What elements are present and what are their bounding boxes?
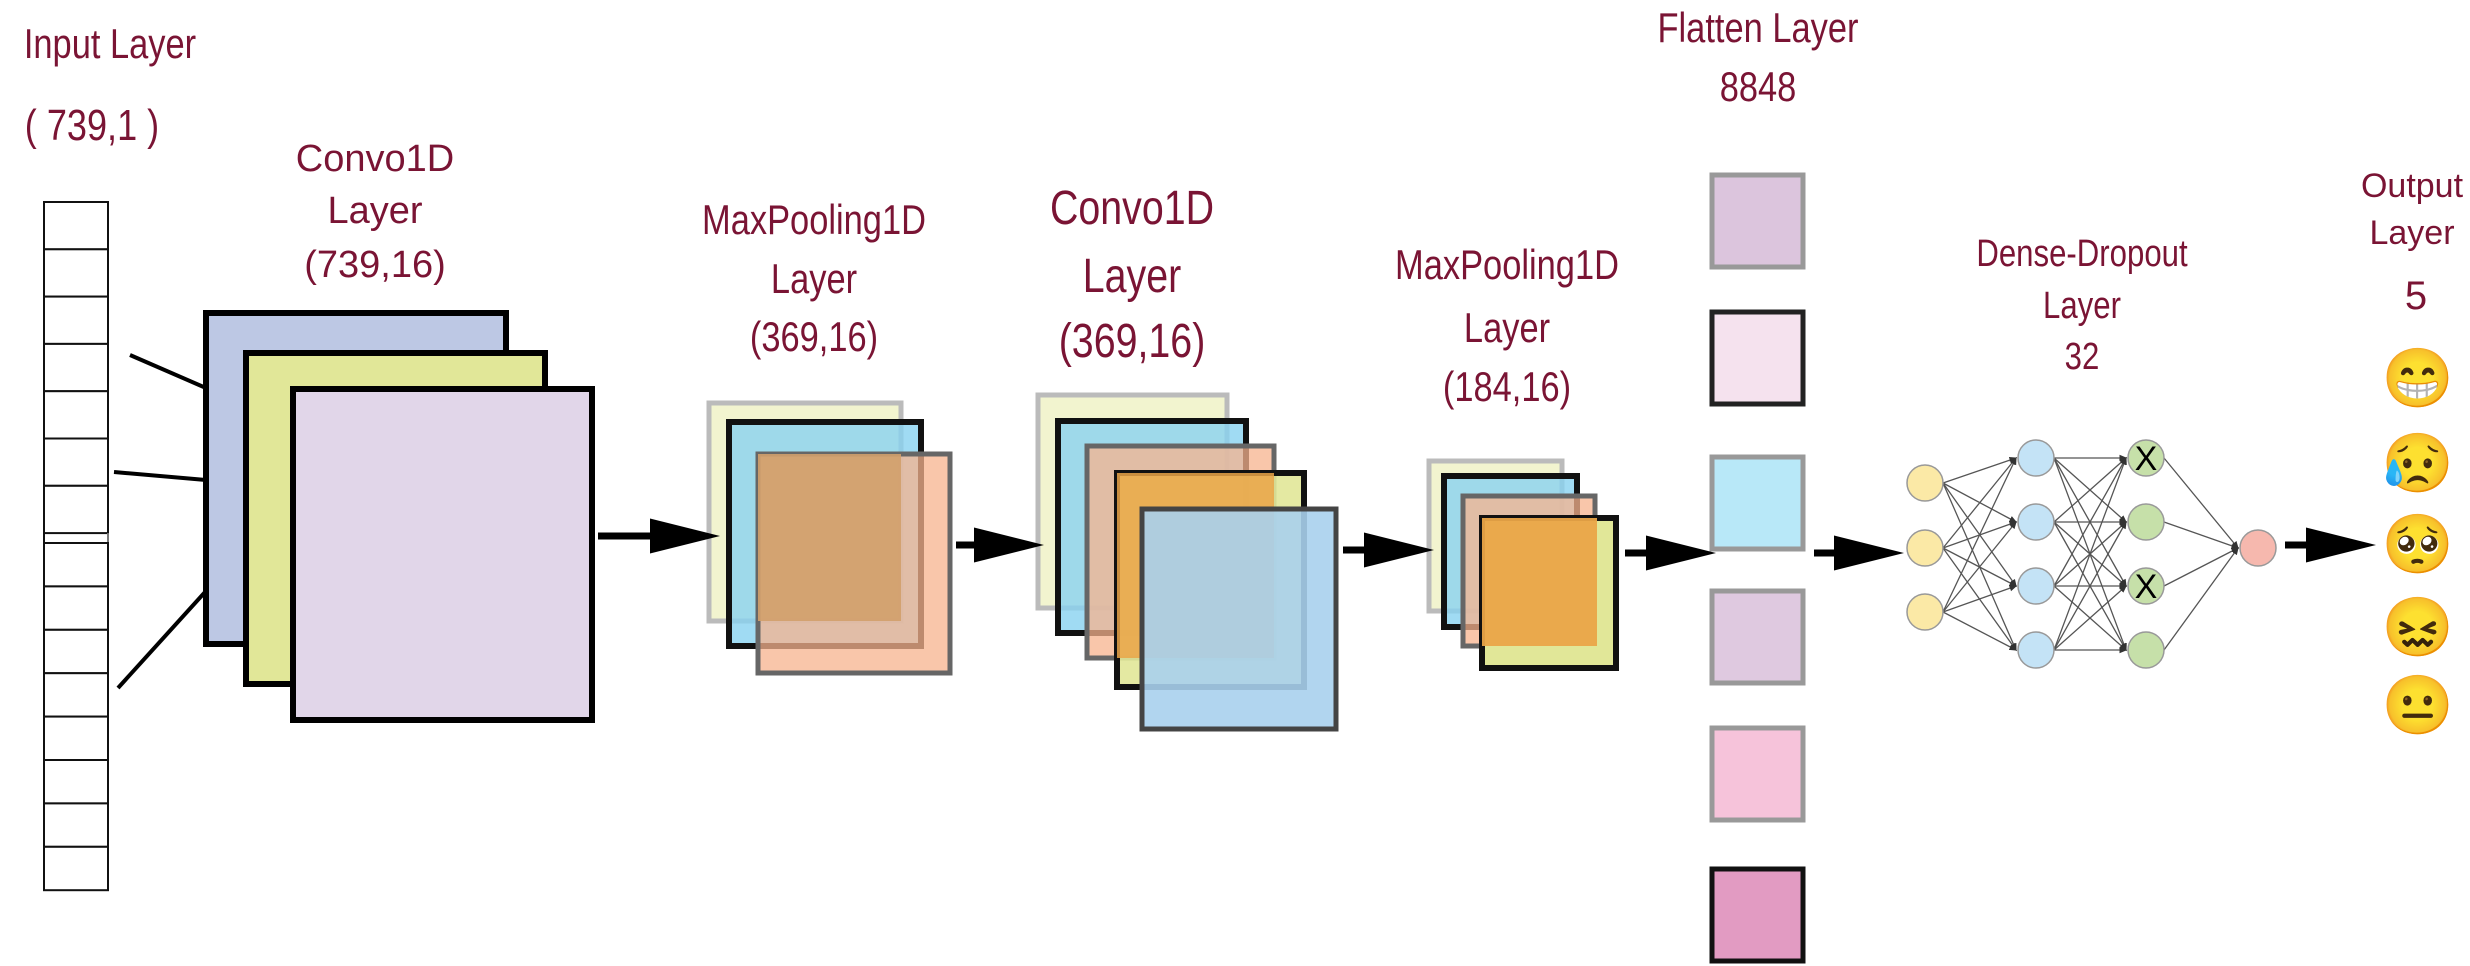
sad-sweat-face-icon: 😥	[2381, 431, 2455, 496]
conv2-title-line2: Layer	[1082, 250, 1182, 303]
input-cell	[43, 342, 109, 393]
neuron-node	[2127, 631, 2165, 669]
dense-edge	[2053, 520, 2127, 651]
neuron-node	[2017, 503, 2055, 541]
dense-edge	[2053, 585, 2127, 651]
conv2-shape: (369,16)	[1058, 315, 1206, 368]
flatten-cell	[1709, 309, 1806, 407]
output-units: 5	[2404, 274, 2428, 318]
pool1-shape: (369,16)	[749, 313, 879, 360]
dense-edge	[1942, 585, 2018, 613]
feature-map-overlap	[1482, 518, 1597, 646]
feature-map	[1139, 506, 1339, 732]
neuron-node	[2239, 529, 2277, 567]
input-cell	[43, 845, 109, 892]
flatten-cell	[1709, 866, 1806, 964]
input-cell	[43, 628, 109, 675]
feature-map-overlap	[758, 454, 901, 621]
dense-network-nodes: XX	[1906, 439, 2277, 669]
input-cell	[43, 759, 109, 805]
dense-edge	[1942, 456, 2017, 549]
flatten-cell	[1709, 725, 1806, 823]
dense-units: 32	[2064, 336, 2100, 378]
neuron-node	[2017, 631, 2055, 669]
neutral-face-icon: 😐	[2381, 673, 2455, 738]
dense-edge	[2053, 456, 2127, 587]
input-cell	[43, 248, 109, 298]
conv1-title-line2: Layer	[327, 190, 423, 232]
input-layer-shape: ( 739,1 )	[24, 101, 160, 150]
pool2-shape: (184,16)	[1442, 363, 1572, 410]
neuron-node	[2017, 567, 2055, 605]
conv2-feature-maps	[1035, 392, 1339, 732]
input-cell	[43, 672, 109, 718]
input-cell	[43, 484, 109, 535]
output-title-line2: Layer	[2369, 214, 2455, 252]
pool2-title-line2: Layer	[1463, 304, 1551, 351]
dense-edge	[1942, 611, 2018, 651]
dense-network-edges	[1942, 454, 2240, 654]
input-cell	[43, 390, 109, 440]
neuron-node	[2127, 439, 2165, 477]
woozy-face-icon: 😖	[2381, 595, 2455, 660]
pool1-feature-maps	[706, 400, 953, 676]
dense-edge	[1942, 457, 2018, 484]
pool2-feature-maps	[1426, 458, 1619, 671]
connector-line	[113, 470, 207, 482]
flatten-cell	[1709, 588, 1806, 686]
neuron-node	[2017, 439, 2055, 477]
output-title: Output	[2360, 167, 2464, 205]
flatten-cells	[1709, 172, 1806, 964]
input-cell	[43, 802, 109, 848]
dense-edge	[1942, 456, 2017, 613]
flatten-cell	[1709, 454, 1806, 552]
conv1-shape: (739,16)	[304, 244, 446, 286]
connector-line	[129, 353, 207, 390]
input-cell	[43, 295, 109, 345]
conv2-title: Convo1D	[1049, 182, 1215, 235]
input-cell	[43, 542, 109, 588]
grinning-face-icon: 😁	[2381, 346, 2455, 411]
dense-edge	[2163, 457, 2239, 550]
connector-line	[116, 589, 208, 690]
dropout-mark-icon: X	[2135, 440, 2158, 478]
dense-title-line2: Layer	[2043, 285, 2121, 327]
dense-edge	[2053, 456, 2127, 651]
pool1-title-line2: Layer	[770, 255, 858, 302]
input-cell	[43, 437, 109, 487]
flatten-cell	[1709, 172, 1806, 270]
dense-edge	[2163, 546, 2239, 651]
pool1-title: MaxPooling1D	[702, 196, 926, 243]
conv1-feature-maps	[203, 310, 595, 723]
input-to-conv-connectors	[113, 353, 208, 690]
dense-edge	[1942, 520, 2017, 613]
pool2-title: MaxPooling1D	[1395, 241, 1619, 288]
dense-title: Dense-Dropout	[1976, 233, 2188, 275]
neuron-node	[1906, 529, 1944, 567]
neuron-node	[1906, 464, 1944, 502]
dropout-mark-icon: X	[2135, 568, 2158, 606]
input-cell	[43, 585, 109, 631]
flatten-title: Flatten Layer	[1657, 4, 1859, 51]
pleading-face-icon: 🥺	[2381, 512, 2455, 577]
conv1-title: Convo1D	[295, 138, 455, 180]
flatten-units: 8848	[1719, 63, 1797, 110]
dense-edge	[2053, 457, 2127, 523]
neuron-node	[2127, 567, 2165, 605]
input-layer-title: Input Layer	[23, 20, 197, 67]
input-cell	[43, 201, 109, 251]
dense-edge	[2163, 521, 2240, 549]
neuron-node	[2127, 503, 2165, 541]
feature-map	[290, 386, 595, 723]
input-cell	[43, 715, 109, 761]
dense-edge	[2163, 547, 2240, 587]
flow-arrows	[598, 518, 2376, 571]
input-layer-column	[43, 201, 109, 892]
neuron-node	[1906, 593, 1944, 631]
